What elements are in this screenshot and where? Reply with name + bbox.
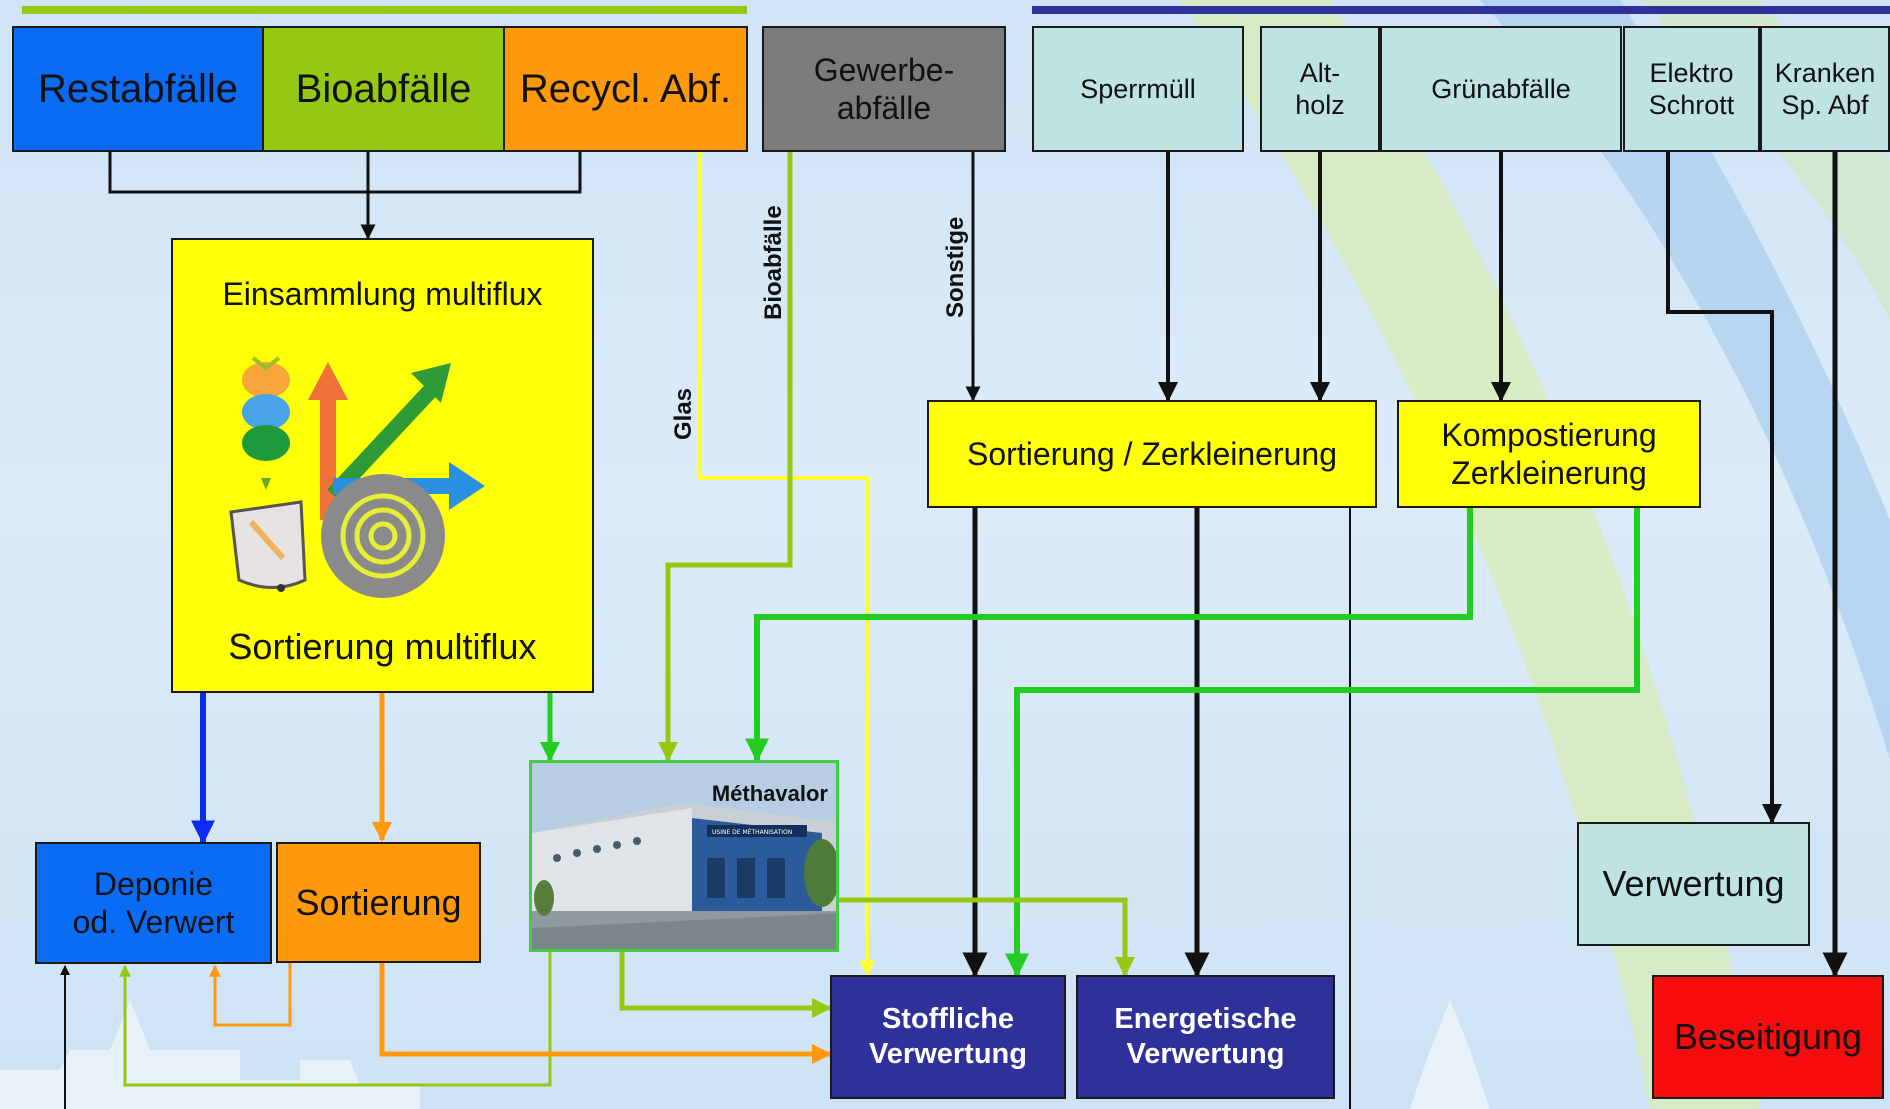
source-kranken: Kranken Sp. Abf [1760,26,1890,152]
source-sperrmuell: Sperrmüll [1032,26,1244,152]
output-verwertung-label: Verwertung [1602,863,1785,905]
multiflux-arrows-icon [308,362,485,598]
wire-sort-stoff [379,963,832,1064]
source-altholz: Alt- holz [1260,26,1380,152]
wire-komp-stoff [1005,508,1640,978]
source-recycl: Recycl. Abf. [503,26,748,152]
output-beseitigung-label: Beseitigung [1673,1016,1863,1058]
flow-label-bioabfaelle: Bioabfälle [760,205,787,320]
town-silhouette [0,1000,420,1109]
bag-stack-icon [242,356,290,490]
source-kranken-label: Kranken Sp. Abf [1774,57,1876,120]
header-bar-right [1032,6,1890,14]
bin-icon [229,500,307,592]
wire-meth-deponie [119,952,552,1087]
source-elektro: Elektro Schrott [1623,26,1760,152]
sortierung-zerkleinerung-label: Sortierung / Zerkleinerung [967,435,1337,472]
einsammlung-label: Einsammlung multiflux [222,276,543,312]
output-sortierung-label: Sortierung [295,881,462,923]
sortierung-zerkleinerung: Sortierung / Zerkleinerung [927,400,1377,508]
source-restabfaelle: Restabfälle [12,26,264,152]
source-altholz-label: Alt- holz [1295,57,1345,120]
wire-meth-stoff [619,952,832,1018]
output-deponie-label: Deponie od. Verwert [72,865,235,940]
header-bar-left [22,6,747,14]
source-recycl-label: Recycl. Abf. [519,67,732,111]
wire-glas [698,152,875,977]
wire-elektro [1666,152,1782,824]
output-energetische: Energetische Verwertung [1076,975,1335,1099]
source-gruenabfaelle-label: Grünabfälle [1431,73,1571,104]
source-bioabfaelle: Bioabfälle [262,26,505,152]
output-beseitigung: Beseitigung [1652,975,1884,1099]
plant-sign-text: USINE DE MÉTHANISATION [712,828,792,836]
wire-meth-energ [838,897,1135,977]
methavalor-label: Méthavalor [711,781,828,806]
kompostierung: Kompostierung Zerkleinerung [1397,400,1701,508]
source-gruenabfaelle: Grünabfälle [1380,26,1622,152]
town-silhouette-right [1410,1000,1490,1109]
wire-left-collect [108,152,582,194]
source-gewerbe-label: Gewerbe- abfälle [813,51,955,126]
flow-label-glas: Glas [670,387,697,440]
wire-gew-bio [658,152,793,762]
flow-label-sonstige: Sonstige [942,216,969,318]
kompostierung-label: Kompostierung Zerkleinerung [1441,416,1657,491]
output-deponie: Deponie od. Verwert [35,842,272,964]
sortierung-multiflux-label: Sortierung multiflux [228,626,537,667]
output-verwertung: Verwertung [1577,822,1810,946]
source-sperrmuell-label: Sperrmüll [1080,73,1196,104]
multiflux-box: Einsammlung multiflux Sortierung mul [171,238,594,693]
multiflux-illustration [229,356,485,598]
swoosh-blue [1480,0,1890,760]
wire-komp-meth [745,508,1473,763]
methavalor-plant-image: USINE DE MÉTHANISATION [532,763,836,949]
output-energetische-label: Energetische Verwertung [1114,1003,1297,1070]
wire-sort-deponie [209,963,292,1027]
source-elektro-label: Elektro Schrott [1648,57,1735,120]
source-bioabfaelle-label: Bioabfälle [295,67,472,111]
output-stoffliche-label: Stoffliche Verwertung [869,1003,1027,1070]
source-restabfaelle-label: Restabfälle [37,67,239,111]
output-sortierung: Sortierung [276,842,481,963]
methavalor-box: USINE DE MÉTHANISATION Méthavalor [529,760,839,952]
output-stoffliche: Stoffliche Verwertung [830,975,1066,1099]
source-gewerbe: Gewerbe- abfälle [762,26,1006,152]
